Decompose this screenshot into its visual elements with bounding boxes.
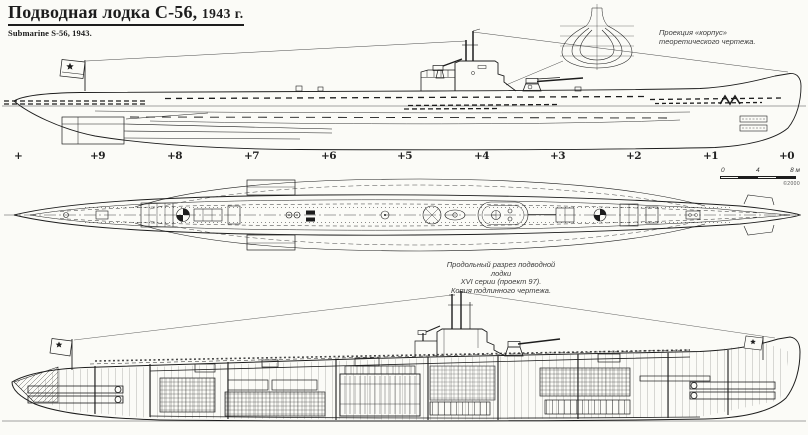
stern-cone xyxy=(13,366,59,403)
scale-strip xyxy=(720,176,800,180)
annotation-cutaway: Продольный разрез подводной лодки XVI се… xyxy=(436,260,566,295)
scale-segment xyxy=(720,176,739,179)
naval-ensign-flag xyxy=(59,59,86,91)
bow-planes xyxy=(743,194,775,236)
scale-segment xyxy=(777,176,796,179)
net-cutter xyxy=(719,94,741,106)
diesel-engines xyxy=(339,365,421,417)
conning-tower xyxy=(420,60,517,92)
plan-view xyxy=(4,178,804,252)
station-label: +8 xyxy=(167,150,183,162)
annotation-line: теоретического чертежа. xyxy=(659,36,756,46)
body-plan-view xyxy=(505,4,634,86)
bow-flag-cutaway xyxy=(743,335,764,360)
station-label: +0 xyxy=(779,150,795,162)
scale-labels: 0 4 8 м xyxy=(720,167,800,175)
battery-fwd xyxy=(544,399,631,415)
central-post xyxy=(429,365,496,401)
annotation-line: XVI серии (проект 97). xyxy=(460,277,542,286)
deck-fittings xyxy=(295,85,582,92)
title-russian: Подводная лодка С-56, xyxy=(8,2,198,22)
deck-features xyxy=(63,201,701,229)
compartment-fwd xyxy=(539,367,631,397)
title-block: Подводная лодка С-56, 1943 г. Submarine … xyxy=(8,2,258,38)
leader-line xyxy=(505,60,564,86)
subtitle-english: Submarine S-56, 1943. xyxy=(8,28,92,38)
annotation-body-plan: Проекция «корпус» теоретического чертежа… xyxy=(659,28,756,46)
scale-tick-label: 4 xyxy=(756,167,760,174)
star-icon xyxy=(66,62,74,70)
annotation-line: Копия подлинного чертежа. xyxy=(450,285,552,295)
scale-segment xyxy=(739,176,758,179)
antenna-rigging xyxy=(85,31,789,73)
station-label: +5 xyxy=(397,150,413,162)
waterline-grid xyxy=(560,25,634,57)
capstan-aft xyxy=(176,208,190,222)
scale-tick-label: 0 xyxy=(721,167,725,174)
tank-seam xyxy=(149,119,681,125)
capstan-fwd xyxy=(593,208,607,222)
casing-outline xyxy=(13,194,802,236)
station-label: +7 xyxy=(244,150,260,162)
aft-torpedo-tubes xyxy=(27,385,124,404)
periscopes-cutaway xyxy=(448,291,473,329)
title-year: 1943 г. xyxy=(201,6,244,21)
rigging-cutaway xyxy=(73,291,776,341)
hull-outline xyxy=(11,336,801,422)
casing-seam xyxy=(94,110,691,114)
deck-gun-100mm xyxy=(522,77,584,92)
periscopes xyxy=(462,28,481,61)
aft-hatch-assembly xyxy=(422,205,466,225)
star-icon xyxy=(55,341,63,348)
battery-aft xyxy=(429,401,491,416)
aa-gun-45mm xyxy=(432,58,463,79)
aa-gun-45mm-cutaway xyxy=(414,325,441,357)
deck-edge xyxy=(29,199,791,231)
station-label: +1 xyxy=(703,150,719,162)
station-label: +4 xyxy=(474,150,490,162)
scale-tick-label: 8 м xyxy=(790,167,800,174)
station-label: +2 xyxy=(626,150,642,162)
hull-outline xyxy=(13,73,802,151)
station-label: +9 xyxy=(90,150,106,162)
star-icon xyxy=(750,339,756,345)
page-title: Подводная лодка С-56, 1943 г. xyxy=(8,2,244,26)
cutaway-view xyxy=(2,291,806,422)
saddle-tank-top xyxy=(134,178,706,208)
conning-tower-cutaway xyxy=(73,291,776,357)
scale-segment xyxy=(758,176,777,179)
annotation-line: Проекция «корпус» xyxy=(659,28,727,37)
stern-planes xyxy=(246,179,296,251)
bow-torpedo-tubes xyxy=(689,381,776,400)
bow-fittings xyxy=(719,94,768,132)
stern-flag-cutaway xyxy=(49,338,73,370)
annotation-line: Продольный разрез подводной лодки xyxy=(446,260,556,278)
station-label: + xyxy=(14,150,23,162)
limber-holes xyxy=(4,95,783,119)
station-label: +3 xyxy=(550,150,566,162)
saddle-tank-bottom xyxy=(134,222,706,252)
scale-credit: ©2000 xyxy=(783,181,800,187)
station-label: +6 xyxy=(321,150,337,162)
machinery xyxy=(159,353,711,417)
scale-bar: 0 4 8 м ©2000 xyxy=(720,167,800,187)
profile-view xyxy=(2,28,806,151)
deck-gun-100mm-cutaway xyxy=(504,338,561,357)
outer-section xyxy=(561,25,633,69)
stern-gear xyxy=(61,112,333,145)
